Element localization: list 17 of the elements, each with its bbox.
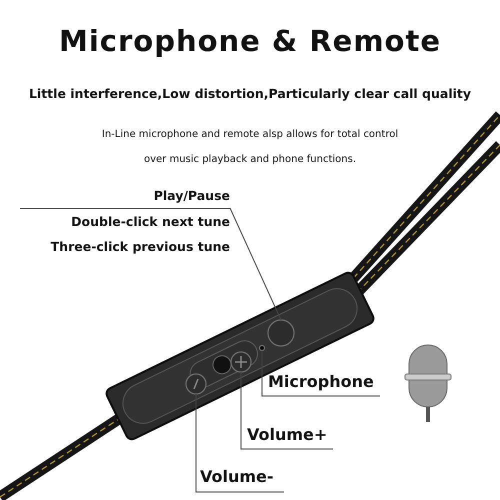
callout-text: Double-click next tune [70,213,230,231]
callout-text: Microphone [268,372,380,395]
callout-text: Volume- [200,467,284,491]
leader-line [230,208,282,320]
callout-heading: Play/Pause [20,183,230,209]
callout-text: Three-click previous tune [50,238,230,256]
volume-up-button [230,351,252,373]
microphone-hole [258,344,266,352]
callout-text: Volume+ [247,425,333,448]
play-pause-button [267,319,295,347]
volume-down-button [185,373,207,395]
title: Microphone & Remote [58,24,442,58]
description-text: In-Line microphone and remote alsp allows for total control over music playback and phone functions. [100,128,400,167]
leader-line [196,394,284,492]
leader-line [262,350,380,396]
leader-line [240,372,334,450]
subtitle: Little interference,Low distortion,Particularly clear call quality [28,86,472,101]
